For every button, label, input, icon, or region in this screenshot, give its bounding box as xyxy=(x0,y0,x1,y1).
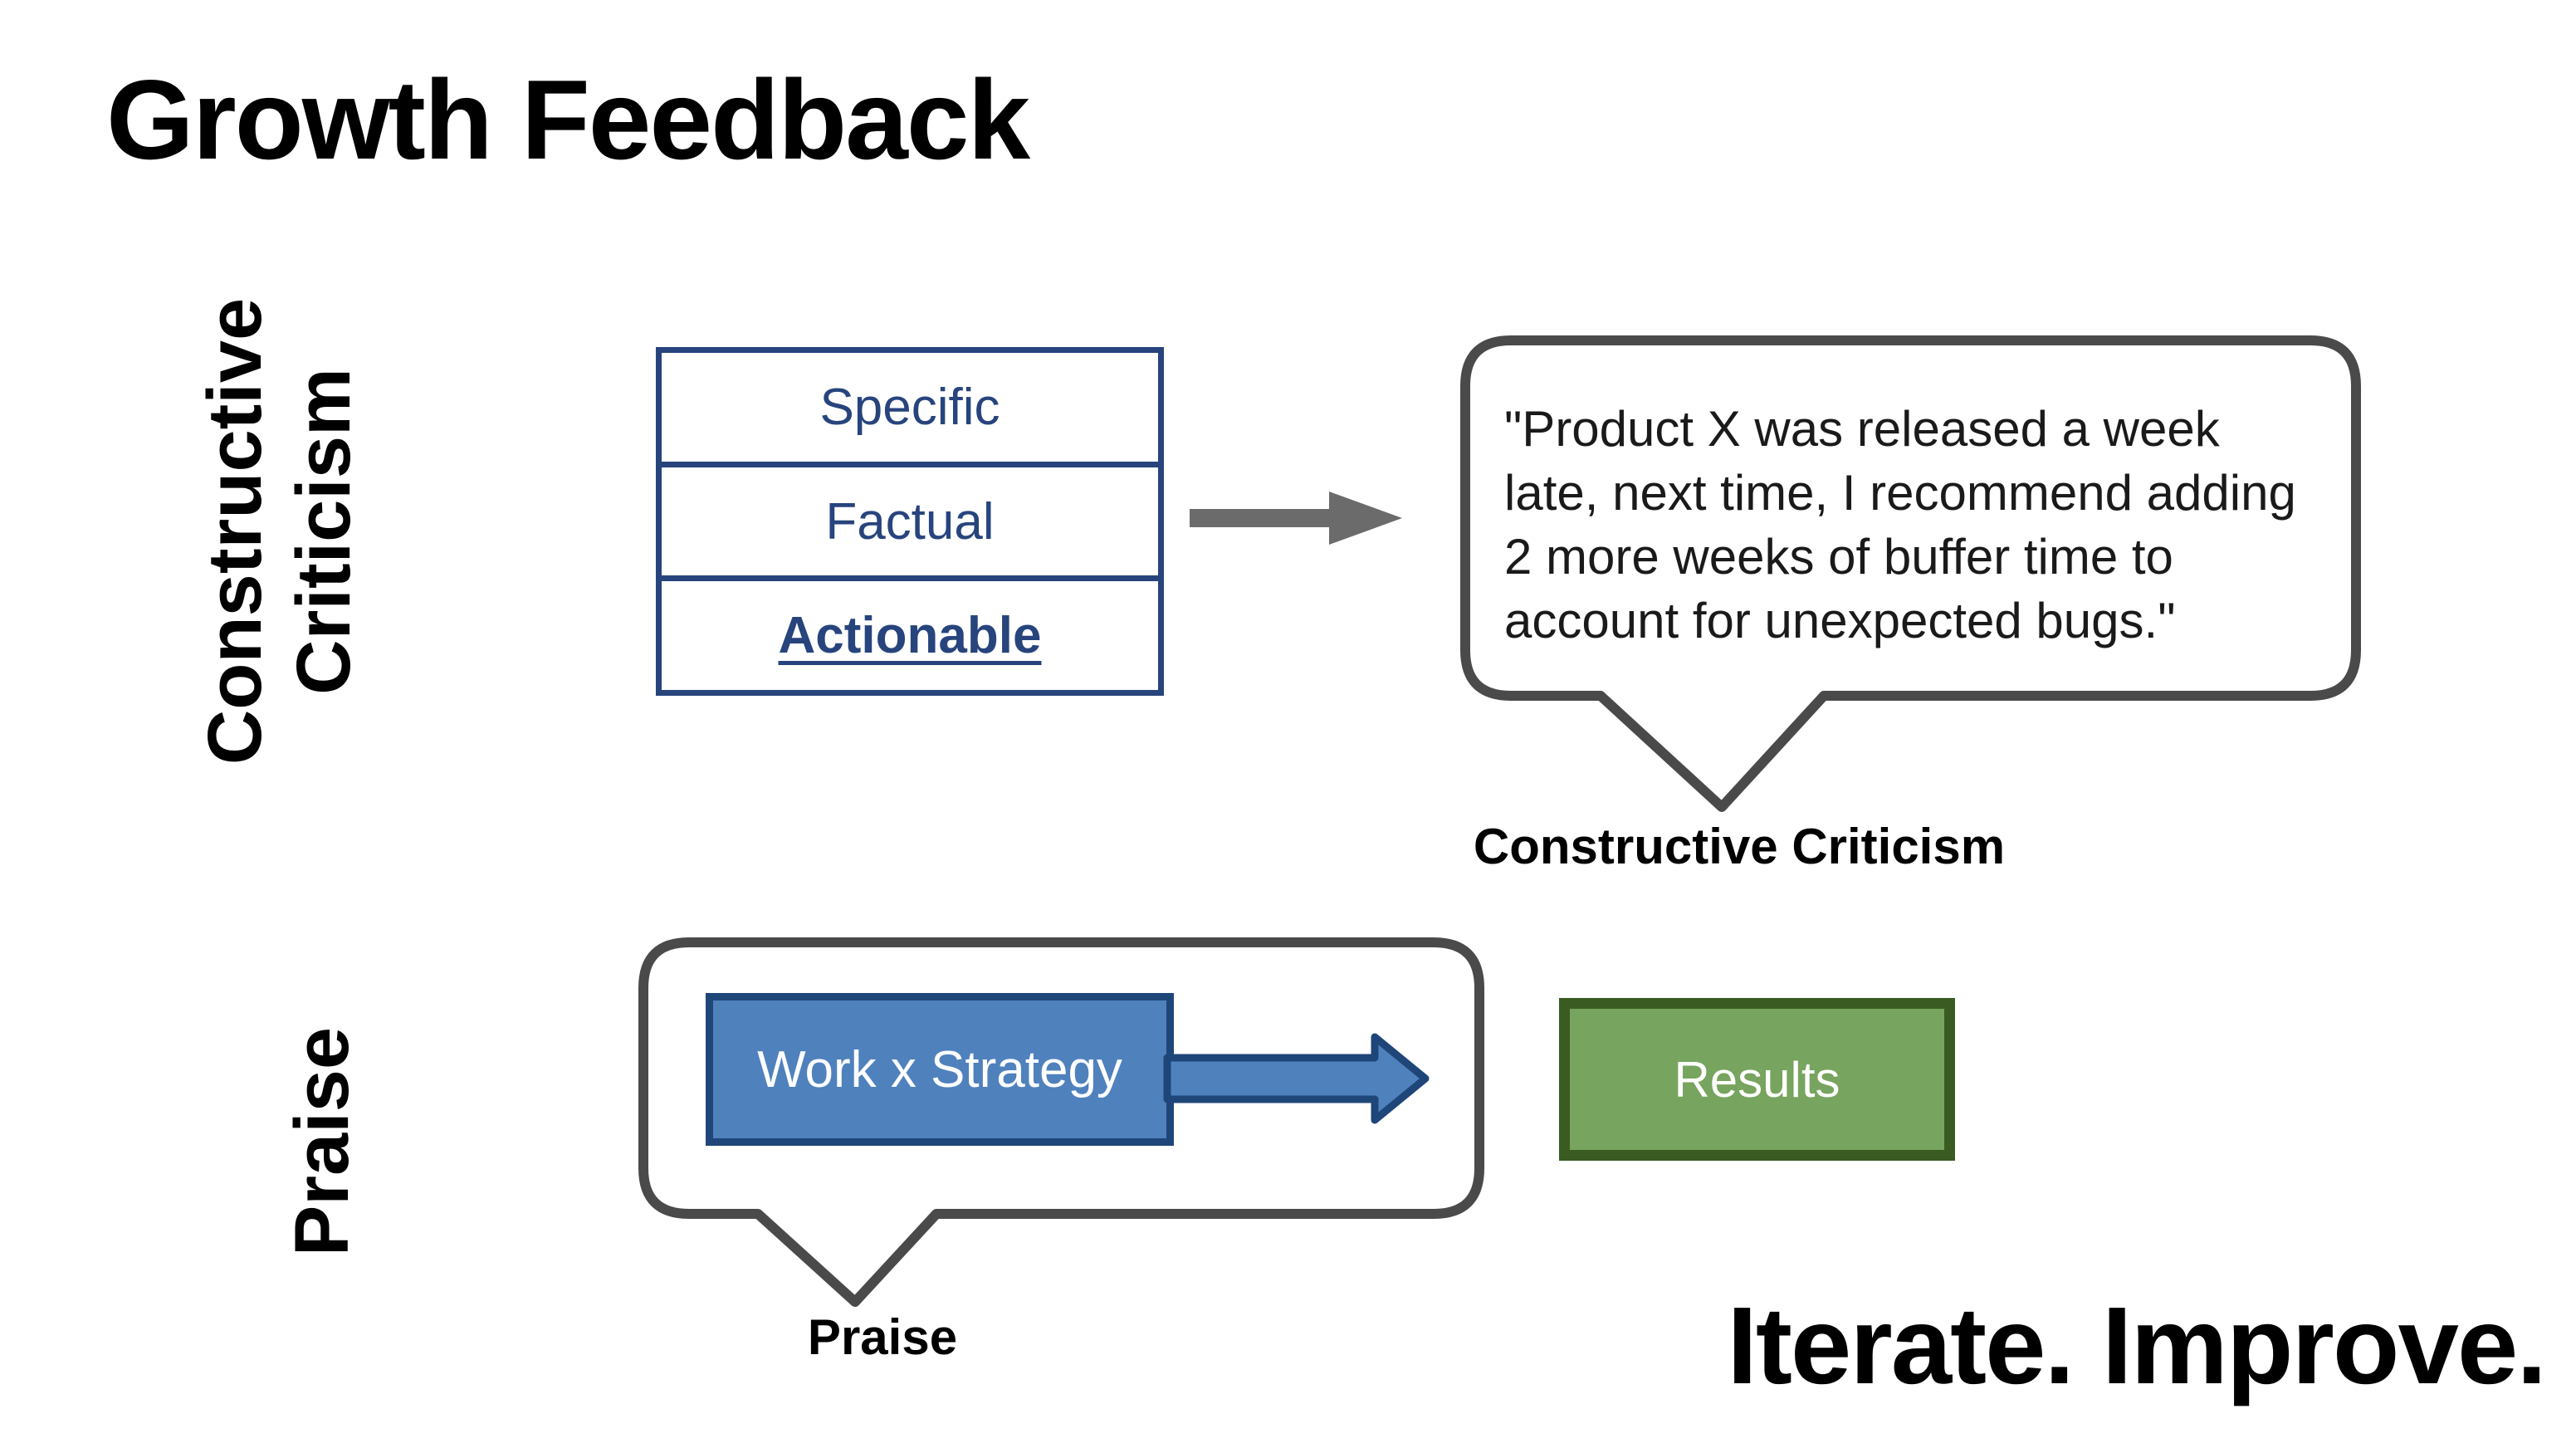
praise-caption: Praise xyxy=(807,1309,958,1365)
constructive-speech-bubble xyxy=(1460,335,2361,812)
criteria-row-specific: Specific xyxy=(819,378,1000,436)
gray-right-arrow-icon xyxy=(1190,492,1402,545)
criteria-row-factual: Factual xyxy=(662,461,1158,582)
criteria-table: Specific Factual Actionable xyxy=(656,347,1164,696)
work-strategy-label: Work x Strategy xyxy=(757,1040,1122,1098)
page-title: Growth Feedback xyxy=(106,56,1030,183)
work-strategy-box: Work x Strategy xyxy=(706,993,1174,1146)
results-label: Results xyxy=(1674,1051,1840,1108)
tagline: Iterate. Improve. xyxy=(1727,1284,2547,1406)
constructive-quote-text: "Product X was released a week late, nex… xyxy=(1504,401,2296,648)
constructive-caption: Constructive Criticism xyxy=(1473,819,2006,874)
criteria-row-actionable: Actionable xyxy=(778,607,1042,665)
blue-right-arrow-icon xyxy=(1163,1033,1430,1124)
results-box: Results xyxy=(1559,998,1955,1161)
